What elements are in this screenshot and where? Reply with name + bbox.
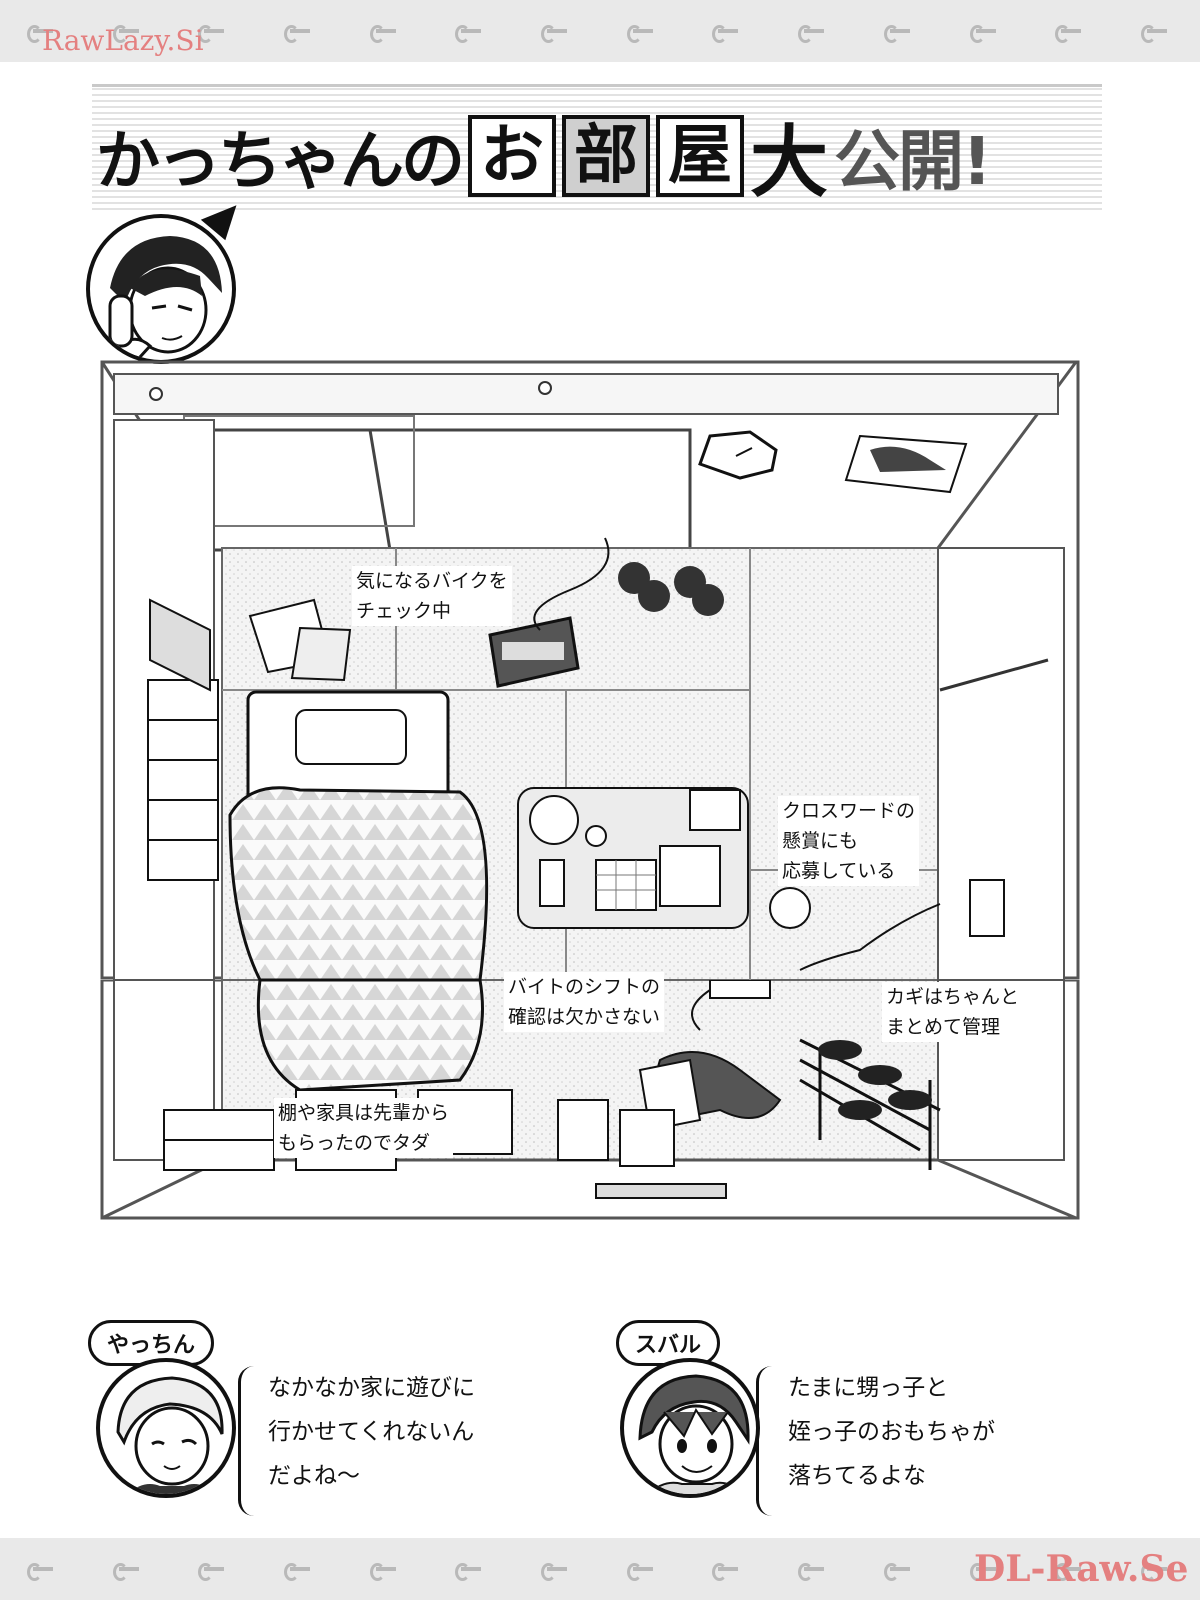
speech-subaru-line3: 落ちてるよな xyxy=(788,1463,926,1489)
wrench-icon xyxy=(541,1563,573,1581)
wrench-icon xyxy=(283,25,316,43)
wrench-icon xyxy=(455,25,487,43)
yacchin-avatar xyxy=(96,1358,236,1498)
wrench-icon xyxy=(112,25,145,43)
speech-subaru-line1: たまに甥っ子と xyxy=(788,1375,949,1401)
wrench-icon xyxy=(712,1563,744,1581)
wrench-icon xyxy=(1055,1563,1087,1581)
title-box-be: 部 xyxy=(562,114,650,198)
title-big: 大 xyxy=(750,118,829,208)
wrench-icon xyxy=(26,25,59,43)
speech-yacchin-line1: なかなか家に遊びに xyxy=(268,1375,475,1401)
wrench-icon xyxy=(198,25,230,43)
speech-subaru-line2: 姪っ子のおもちゃが xyxy=(788,1419,995,1445)
speech-yacchin-line3: だよね～ xyxy=(268,1463,360,1489)
note-crossword-line1: クロスワードの xyxy=(782,800,916,822)
wrench-icon xyxy=(626,25,659,43)
note-crossword: クロスワードの 懸賞にも 応募している xyxy=(778,796,920,886)
room-illustration xyxy=(100,360,1080,980)
note-shift-line2: 確認は欠かさない xyxy=(508,1006,661,1028)
wrench-icon xyxy=(712,25,744,43)
wrench-icon xyxy=(26,1563,59,1581)
wrench-icon xyxy=(1140,1563,1173,1581)
wrench-icon xyxy=(798,25,830,43)
watermark-bottom: DL-Raw.Se xyxy=(974,1548,1189,1590)
title-box-ya: 屋 xyxy=(656,114,744,198)
speaker-name-subaru: スバル xyxy=(616,1320,721,1366)
wrench-icon xyxy=(883,1563,916,1581)
note-bike-line2: チェック中 xyxy=(356,600,452,622)
page-title: かっちゃんの お 部 屋 大 公開! xyxy=(96,96,992,216)
wrench-icon xyxy=(455,1563,487,1581)
speaker-name-yacchin: やっちん xyxy=(88,1320,215,1366)
bottom-wrench-band xyxy=(0,1538,1200,1600)
speech-yacchin: なかなか家に遊びに 行かせてくれないん だよね～ xyxy=(268,1366,475,1498)
note-furniture: 棚や家具は先輩から もらったのでタダ xyxy=(274,1098,454,1158)
title-box-o: お xyxy=(468,114,556,198)
note-crossword-line2: 懸賞にも xyxy=(782,830,859,852)
note-bike: 気になるバイクを チェック中 xyxy=(352,566,512,626)
subaru-avatar xyxy=(620,1358,760,1498)
watermark-top: RawLazy.Si xyxy=(42,24,204,57)
wrench-icon xyxy=(541,25,573,43)
brace-yacchin xyxy=(238,1366,254,1516)
wrench-icon xyxy=(369,25,402,43)
note-shift: バイトのシフトの 確認は欠かさない xyxy=(504,972,665,1032)
note-bike-line1: 気になるバイクを xyxy=(356,570,508,592)
wrench-icon xyxy=(626,1563,659,1581)
katchan-avatar xyxy=(86,214,236,364)
wrench-icon xyxy=(198,1563,230,1581)
note-shift-line1: バイトのシフトの xyxy=(508,976,661,998)
brace-subaru xyxy=(756,1366,772,1516)
note-crossword-line3: 応募している xyxy=(782,860,896,882)
wrench-icon xyxy=(883,25,916,43)
title-part1: かっちゃんの xyxy=(96,125,465,199)
wrench-icon xyxy=(112,1563,145,1581)
wrench-icon xyxy=(369,1563,402,1581)
speech-subaru: たまに甥っ子と 姪っ子のおもちゃが 落ちてるよな xyxy=(788,1366,995,1498)
top-wrench-band xyxy=(0,0,1200,62)
wrench-icon xyxy=(1140,25,1173,43)
wrench-icon xyxy=(1055,25,1087,43)
note-furniture-line1: 棚や家具は先輩から xyxy=(278,1102,450,1124)
note-furniture-line2: もらったのでタダ xyxy=(278,1132,431,1154)
wrench-icon xyxy=(969,1563,1002,1581)
wrench-icon xyxy=(969,25,1002,43)
wrench-icon xyxy=(798,1563,830,1581)
note-keys-line1: カギはちゃんと xyxy=(886,986,1020,1008)
note-keys: カギはちゃんと まとめて管理 xyxy=(882,982,1024,1042)
note-keys-line2: まとめて管理 xyxy=(886,1016,1001,1038)
speech-yacchin-line2: 行かせてくれないん xyxy=(268,1419,475,1445)
wrench-icon xyxy=(283,1563,316,1581)
title-part2: 公開! xyxy=(834,123,992,200)
